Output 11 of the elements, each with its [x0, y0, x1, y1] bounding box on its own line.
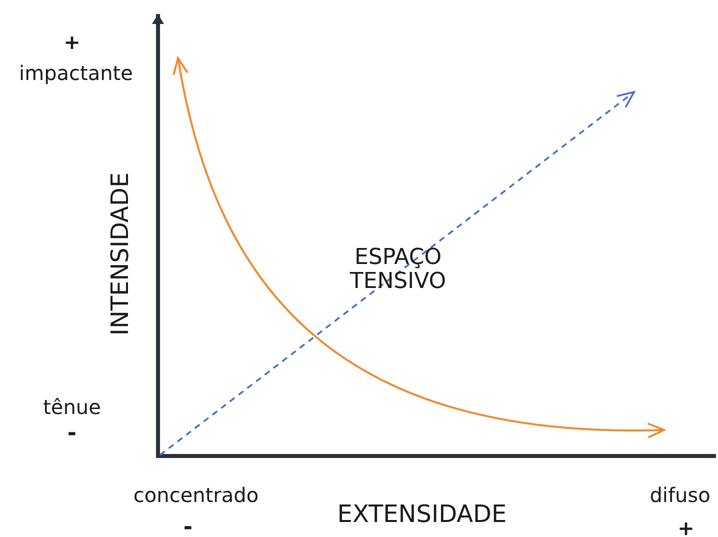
axis-title: INTENSIDADE [106, 172, 134, 336]
plus-sign: + [64, 31, 80, 53]
plus-sign: + [678, 517, 694, 537]
axis-end-label: difuso [650, 484, 710, 506]
axis-end-label: impactante [19, 62, 133, 84]
axis-title: EXTENSIDADE [337, 500, 507, 528]
minus-sign: - [183, 516, 193, 537]
region-label: ESPAÇO TENSIVO [348, 246, 448, 294]
axis-end-label: concentrado [133, 484, 259, 506]
axis-end-label: tênue [43, 396, 101, 418]
minus-sign: - [67, 422, 77, 446]
